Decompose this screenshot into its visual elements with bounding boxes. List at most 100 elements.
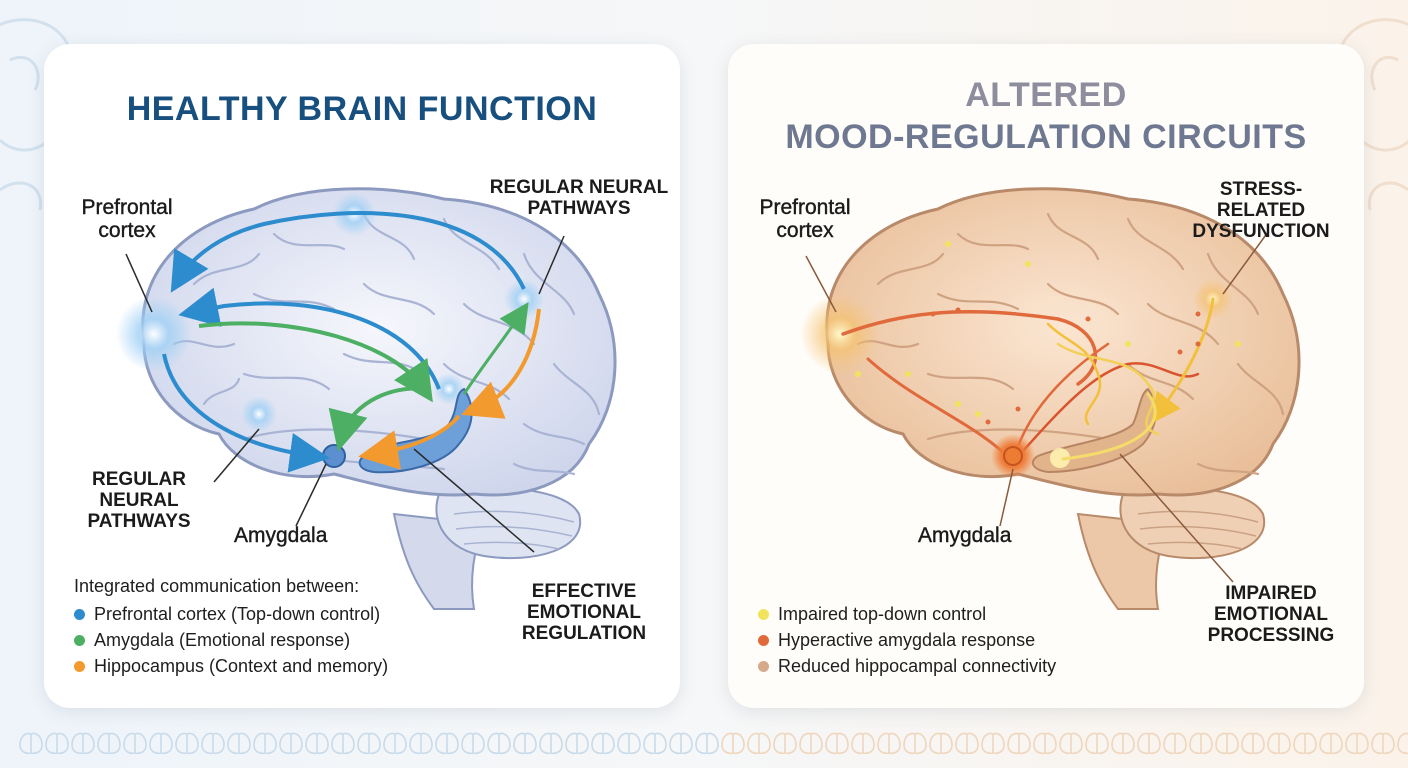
brain-pattern-icon bbox=[1059, 732, 1083, 755]
prefrontal-label-line1: Prefrontal bbox=[81, 196, 173, 219]
altered-title-line2: MOOD-REGULATION CIRCUITS bbox=[785, 118, 1307, 156]
brain-pattern-icon bbox=[71, 732, 95, 755]
yellow-pathway-2 bbox=[1056, 342, 1160, 436]
brain-pattern-icon bbox=[487, 732, 511, 755]
legend-item-label: Hippocampus (Context and memory) bbox=[94, 655, 389, 676]
red-dot-icon bbox=[758, 634, 769, 646]
yellow-pathway-4 bbox=[1061, 392, 1157, 461]
altered-title-line1: ALTERED bbox=[965, 76, 1127, 114]
effective-regulation-label: EFFECTIVE EMOTIONAL REGULATION bbox=[504, 581, 664, 645]
brain-pattern-icon bbox=[1241, 732, 1265, 755]
green-pathway-top bbox=[198, 321, 433, 403]
brain-pattern-icon bbox=[1085, 732, 1109, 755]
label-leader-lines bbox=[125, 235, 565, 553]
legend-item: Amygdala (Emotional response) bbox=[74, 627, 388, 653]
amygdala-label: Amygdala bbox=[918, 524, 1012, 547]
brain-pattern-icon bbox=[747, 732, 771, 755]
brain-pattern-icon bbox=[1397, 732, 1408, 755]
regular-pathways-left-label: REGULAR NEURAL PATHWAYS bbox=[74, 469, 204, 533]
orange-pathway-right bbox=[461, 308, 541, 419]
brain-pattern-icon bbox=[721, 732, 745, 755]
legend-item-label: Impaired top-down control bbox=[778, 603, 987, 624]
brain-pattern-icon bbox=[305, 732, 329, 755]
brain-pattern-icon bbox=[279, 732, 303, 755]
legend-item-label: Reduced hippocampal connectivity bbox=[778, 655, 1057, 676]
pathways-left-line1: REGULAR bbox=[92, 469, 186, 490]
prefrontal-label-line2: cortex bbox=[776, 219, 834, 243]
brain-pattern-icon bbox=[591, 732, 615, 755]
blue-pathway-top bbox=[170, 211, 526, 293]
prefrontal-cortex-label: Prefrontal cortex bbox=[750, 196, 860, 242]
tan-dot-icon bbox=[758, 660, 769, 672]
healthy-brain-panel: HEALTHY BRAIN FUNCTION bbox=[44, 44, 680, 708]
green-dot-icon bbox=[74, 634, 85, 646]
brain-pattern-icon bbox=[1007, 732, 1031, 755]
pathways-top-line2: PATHWAYS bbox=[527, 197, 631, 219]
cerebellum bbox=[435, 487, 582, 560]
brain-pattern-icon bbox=[1267, 732, 1291, 755]
orange-pathway-low bbox=[358, 414, 461, 470]
prefrontal-cortex-label: Prefrontal cortex bbox=[72, 196, 182, 242]
brain-pattern-icon bbox=[799, 732, 823, 755]
brain-pattern-icon bbox=[45, 732, 69, 755]
brain-pattern-icon bbox=[773, 732, 797, 755]
pathways-left-line2: NEURAL bbox=[99, 489, 179, 511]
legend-item-label: Prefrontal cortex (Top-down control) bbox=[94, 603, 381, 624]
altered-brain-panel: ALTERED MOOD-REGULATION CIRCUITS bbox=[728, 44, 1364, 708]
stress-line2: DYSFUNCTION bbox=[1192, 220, 1330, 242]
brain-pattern-icon bbox=[669, 732, 693, 755]
legend-item: Prefrontal cortex (Top-down control) bbox=[74, 601, 388, 627]
brain-pattern-icon bbox=[97, 732, 121, 755]
scattered-yellow-dots bbox=[855, 241, 1241, 417]
brain-pattern-icon bbox=[253, 732, 277, 755]
brain-pattern-icon bbox=[695, 732, 719, 755]
brain-pattern-icon bbox=[1111, 732, 1135, 755]
brain-pattern-icon bbox=[539, 732, 563, 755]
brain-pattern-icon bbox=[175, 732, 199, 755]
brain-pattern-icon bbox=[929, 732, 953, 755]
amygdala-node bbox=[1003, 446, 1023, 466]
stress-line1: STRESS-RELATED bbox=[1216, 179, 1306, 221]
brain-pattern-icon bbox=[877, 732, 901, 755]
brain-pattern-icon bbox=[19, 732, 43, 755]
green-pathway-low bbox=[328, 386, 430, 452]
brain-pattern-icon bbox=[617, 732, 641, 755]
brain-pattern-icon bbox=[955, 732, 979, 755]
brain-pattern-icon bbox=[1189, 732, 1213, 755]
effective-line2: EMOTIONAL bbox=[527, 601, 641, 623]
stress-related-label: STRESS-RELATED DYSFUNCTION bbox=[1176, 179, 1346, 243]
brain-pattern-icon bbox=[1371, 732, 1395, 755]
blue-pathway-low bbox=[162, 353, 330, 473]
pathways-top-line1: REGULAR NEURAL bbox=[489, 177, 669, 198]
brain-pattern-icon bbox=[1319, 732, 1343, 755]
pathways-left-line3: PATHWAYS bbox=[87, 510, 191, 532]
legend-item-label: Hyperactive amygdala response bbox=[778, 629, 1036, 650]
effective-line3: REGULATION bbox=[521, 622, 647, 644]
brain-pattern-icon bbox=[825, 732, 849, 755]
effective-line1: EFFECTIVE bbox=[531, 581, 637, 602]
healthy-brain-illustration bbox=[116, 187, 617, 610]
brain-pattern-icon bbox=[851, 732, 875, 755]
orange-dot-icon bbox=[74, 660, 85, 672]
brain-pattern-icon bbox=[513, 732, 537, 755]
label-leader-lines bbox=[805, 231, 1269, 583]
cerebellum bbox=[1119, 487, 1266, 560]
altered-brain-illustration bbox=[800, 187, 1301, 610]
brain-pattern-icon bbox=[1345, 732, 1369, 755]
healthy-brain-title: HEALTHY BRAIN FUNCTION bbox=[126, 90, 598, 128]
brain-pattern-icon bbox=[383, 732, 407, 755]
brain-pattern-icon bbox=[1163, 732, 1187, 755]
yellow-dot-icon bbox=[758, 608, 769, 620]
brain-pattern-icon bbox=[357, 732, 381, 755]
brain-pattern-icon bbox=[1033, 732, 1057, 755]
brain-pattern-icon bbox=[435, 732, 459, 755]
regular-pathways-top-label: REGULAR NEURAL PATHWAYS bbox=[484, 177, 674, 220]
brain-pattern-row bbox=[19, 732, 1408, 755]
legend-item: Hyperactive amygdala response bbox=[758, 627, 1056, 653]
prefrontal-label-line2: cortex bbox=[98, 219, 156, 243]
brain-pattern-icon bbox=[201, 732, 225, 755]
impaired-line1: IMPAIRED bbox=[1225, 583, 1317, 604]
brain-pattern-icon bbox=[903, 732, 927, 755]
amygdala-label: Amygdala bbox=[234, 524, 328, 547]
